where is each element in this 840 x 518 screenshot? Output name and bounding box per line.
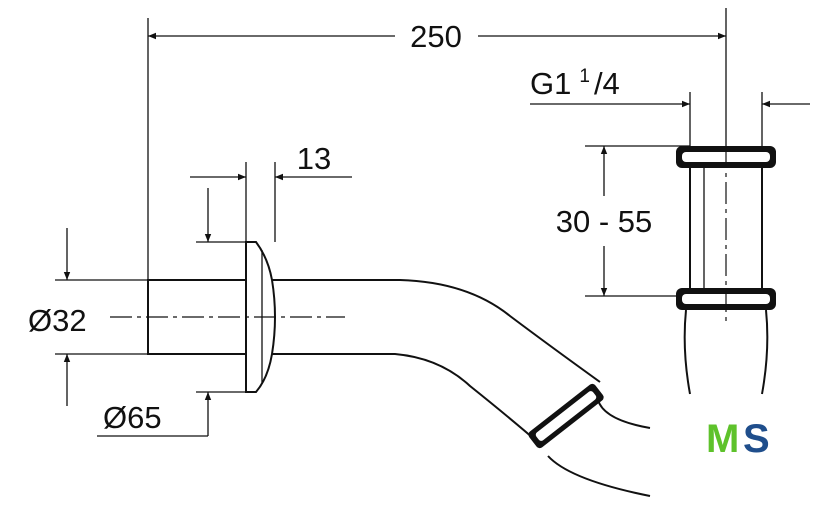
dimension-13: 13 xyxy=(190,141,352,242)
logo-letter-m: M xyxy=(706,417,739,461)
diameter-65-label: Ø65 xyxy=(103,400,162,435)
dimension-250-label: 250 xyxy=(410,19,462,54)
ms-logo: M S xyxy=(706,417,770,461)
logo-letter-s: S xyxy=(743,417,770,461)
dimension-13-label: 13 xyxy=(297,141,331,176)
dimension-thread: G1 1 /4 xyxy=(530,66,810,146)
pipe-side-view xyxy=(110,241,651,497)
tube-front-view xyxy=(676,146,776,395)
dimension-diameter-32: Ø32 xyxy=(28,228,148,406)
dimension-250: 250 xyxy=(147,8,727,280)
height-range-label: 30 - 55 xyxy=(556,204,653,239)
thread-label: G1 1 /4 xyxy=(530,66,620,101)
dimension-diameter-65: Ø65 xyxy=(97,188,246,437)
diameter-32-label: Ø32 xyxy=(28,303,87,338)
dimension-height: 30 - 55 xyxy=(556,145,690,297)
